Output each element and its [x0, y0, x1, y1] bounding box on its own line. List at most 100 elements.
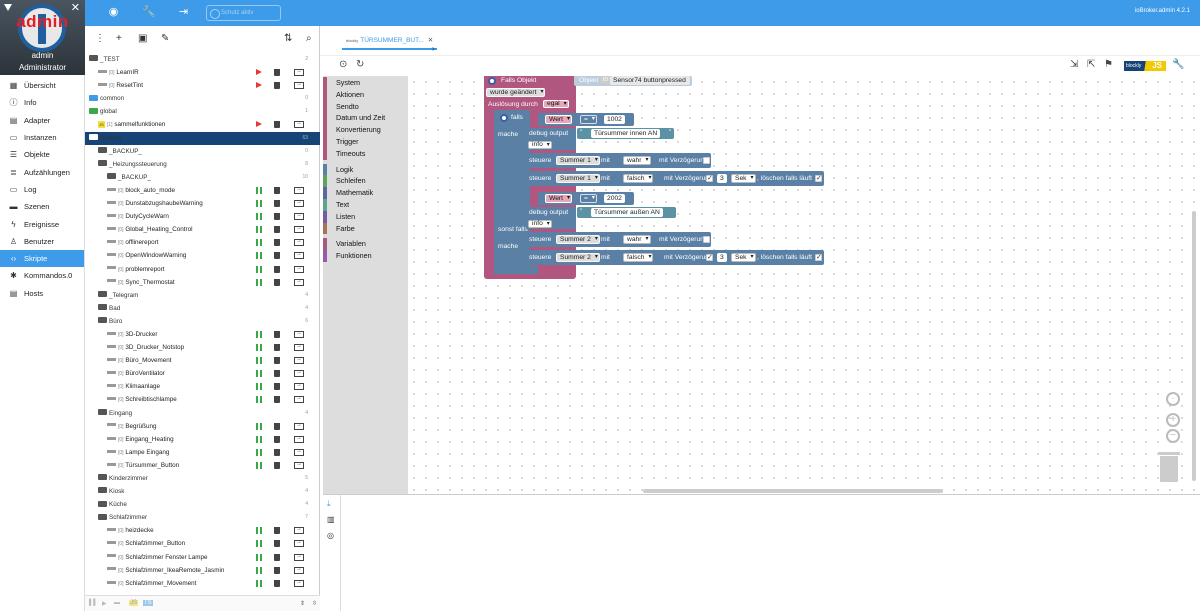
export-script-icon[interactable] — [294, 120, 304, 129]
toolbox-category[interactable]: Logik — [323, 163, 408, 176]
export-script-icon[interactable] — [294, 539, 304, 548]
wert-dropdown-1[interactable]: Wert — [545, 115, 572, 124]
tree-script[interactable]: [0] LearnIR — [85, 66, 320, 79]
pause-icon[interactable] — [256, 422, 262, 430]
tree-script[interactable]: [0] Klimaanlage — [85, 380, 320, 393]
delay-checkbox-1b[interactable] — [706, 174, 713, 182]
expand-icon[interactable]: ⇕ — [300, 601, 306, 607]
pause-icon[interactable] — [256, 448, 262, 456]
summer-dropdown-1a[interactable]: Summer 1 — [556, 156, 600, 165]
delay-value-1b[interactable]: 3 — [717, 174, 727, 183]
export-script-icon[interactable] — [294, 422, 304, 430]
trash-icon[interactable] — [274, 527, 280, 535]
info-dropdown-2[interactable]: info — [528, 220, 552, 228]
pause-icon[interactable] — [256, 383, 262, 391]
pause-icon[interactable] — [256, 540, 262, 548]
trash-icon[interactable] — [274, 435, 280, 443]
changed-dropdown[interactable]: wurde geändert — [486, 88, 546, 97]
nav-item-2[interactable]: ▤Adapter — [0, 112, 84, 129]
tree-script[interactable]: [0] problemreport — [85, 263, 320, 276]
object-id-block[interactable]: Objekt ID Sensor74 buttonpressed — [574, 76, 692, 86]
text-field-1[interactable]: Türsummer innen AN — [591, 129, 661, 138]
trash-icon[interactable] — [274, 82, 280, 90]
nav-item-9[interactable]: ♙Benutzer — [0, 233, 84, 250]
export-script-icon[interactable] — [294, 68, 304, 77]
pause-icon[interactable] — [256, 396, 262, 404]
pause-icon[interactable] — [256, 265, 262, 273]
logout-icon[interactable]: ⇥ — [178, 6, 189, 18]
text-block-1[interactable]: " Türsummer innen AN " — [577, 128, 674, 139]
export-script-icon[interactable] — [294, 566, 304, 574]
export-script-icon[interactable] — [294, 448, 304, 456]
trash-icon[interactable] — [274, 239, 280, 247]
trash-icon[interactable] — [274, 448, 280, 456]
export-script-icon[interactable] — [294, 435, 304, 443]
delay-checkbox-1a[interactable] — [703, 157, 710, 164]
toolbox-category[interactable]: Aktionen — [323, 88, 408, 101]
nav-item-11[interactable]: ✱Kommandos.0 — [0, 267, 84, 284]
trash-icon[interactable] — [274, 226, 280, 234]
value-field-1[interactable]: 1002 — [604, 115, 625, 124]
add-folder-icon[interactable]: ▣ — [138, 33, 148, 44]
restart-icon[interactable]: ↻ — [356, 59, 365, 70]
toolbox-category[interactable]: Listen — [323, 210, 408, 223]
export-script-icon[interactable] — [294, 265, 304, 273]
trash-icon[interactable] — [274, 370, 280, 378]
trash-icon[interactable] — [274, 278, 280, 286]
tree-script[interactable]: [0] Global_Heating_Control — [85, 223, 320, 236]
trash-icon[interactable] — [274, 357, 280, 365]
trash-icon[interactable] — [274, 200, 280, 208]
tab-close-icon[interactable]: ✕ — [427, 37, 434, 44]
trash-icon[interactable] — [274, 396, 280, 404]
export-script-icon[interactable] — [294, 251, 304, 260]
columns-icon[interactable]: ▥ — [327, 515, 335, 524]
pause-icon[interactable] — [256, 553, 262, 561]
tree-folder[interactable]: _BACKUP_10 — [85, 171, 320, 184]
more-vert-icon[interactable]: ⋮ — [95, 33, 105, 44]
trash-icon[interactable] — [274, 579, 280, 587]
toolbox-category[interactable]: Mathematik — [323, 187, 408, 199]
toolbox-category[interactable]: Datum und Zeit — [323, 112, 408, 124]
pause-icon[interactable] — [256, 344, 262, 352]
toolbox-category[interactable]: Sendto — [323, 100, 408, 113]
tree-script[interactable]: [0] Schlafzimmer Fenster Lampe — [85, 551, 320, 564]
wrench-settings-icon[interactable]: 🔧 — [1172, 59, 1185, 70]
summer-dropdown-2a[interactable]: Summer 2 — [556, 235, 600, 244]
export-script-icon[interactable] — [294, 343, 304, 352]
trigger-by-dropdown[interactable]: egal — [543, 100, 569, 108]
trash-icon[interactable] — [274, 344, 280, 352]
toolbox-category[interactable]: Schleifen — [323, 175, 408, 187]
export-script-icon[interactable] — [294, 186, 304, 194]
nav-item-10[interactable]: ‹›Skripte — [0, 249, 84, 268]
import-icon[interactable]: ⇱ — [1087, 59, 1096, 70]
value-dropdown-1b[interactable]: falsch — [623, 174, 654, 183]
toolbox-category[interactable]: Timeouts — [323, 147, 408, 160]
pause-icon[interactable] — [256, 330, 262, 338]
export-script-icon[interactable] — [294, 238, 304, 247]
summer-dropdown-1b[interactable]: Summer 1 — [556, 174, 600, 183]
play-icon[interactable] — [256, 121, 262, 128]
trash-icon[interactable] — [274, 422, 280, 430]
export-script-icon[interactable] — [294, 369, 304, 378]
pause-icon[interactable] — [256, 186, 262, 194]
toolbox-category[interactable]: Variablen — [323, 238, 408, 250]
pause-icon[interactable] — [256, 566, 262, 574]
pause-icon[interactable] — [256, 239, 262, 247]
pause-icon[interactable] — [256, 370, 262, 378]
trash-icon[interactable] — [274, 121, 280, 129]
pause-icon[interactable] — [256, 527, 262, 535]
eye-icon[interactable]: ◉ — [108, 6, 119, 18]
search-icon[interactable]: ⌕ — [306, 33, 312, 44]
summer-dropdown-2b[interactable]: Summer 2 — [556, 253, 600, 262]
pause-icon[interactable] — [256, 200, 262, 208]
tree-script[interactable]: [0] Sync_Thermostat — [85, 276, 320, 289]
trash-icon[interactable] — [274, 265, 280, 273]
